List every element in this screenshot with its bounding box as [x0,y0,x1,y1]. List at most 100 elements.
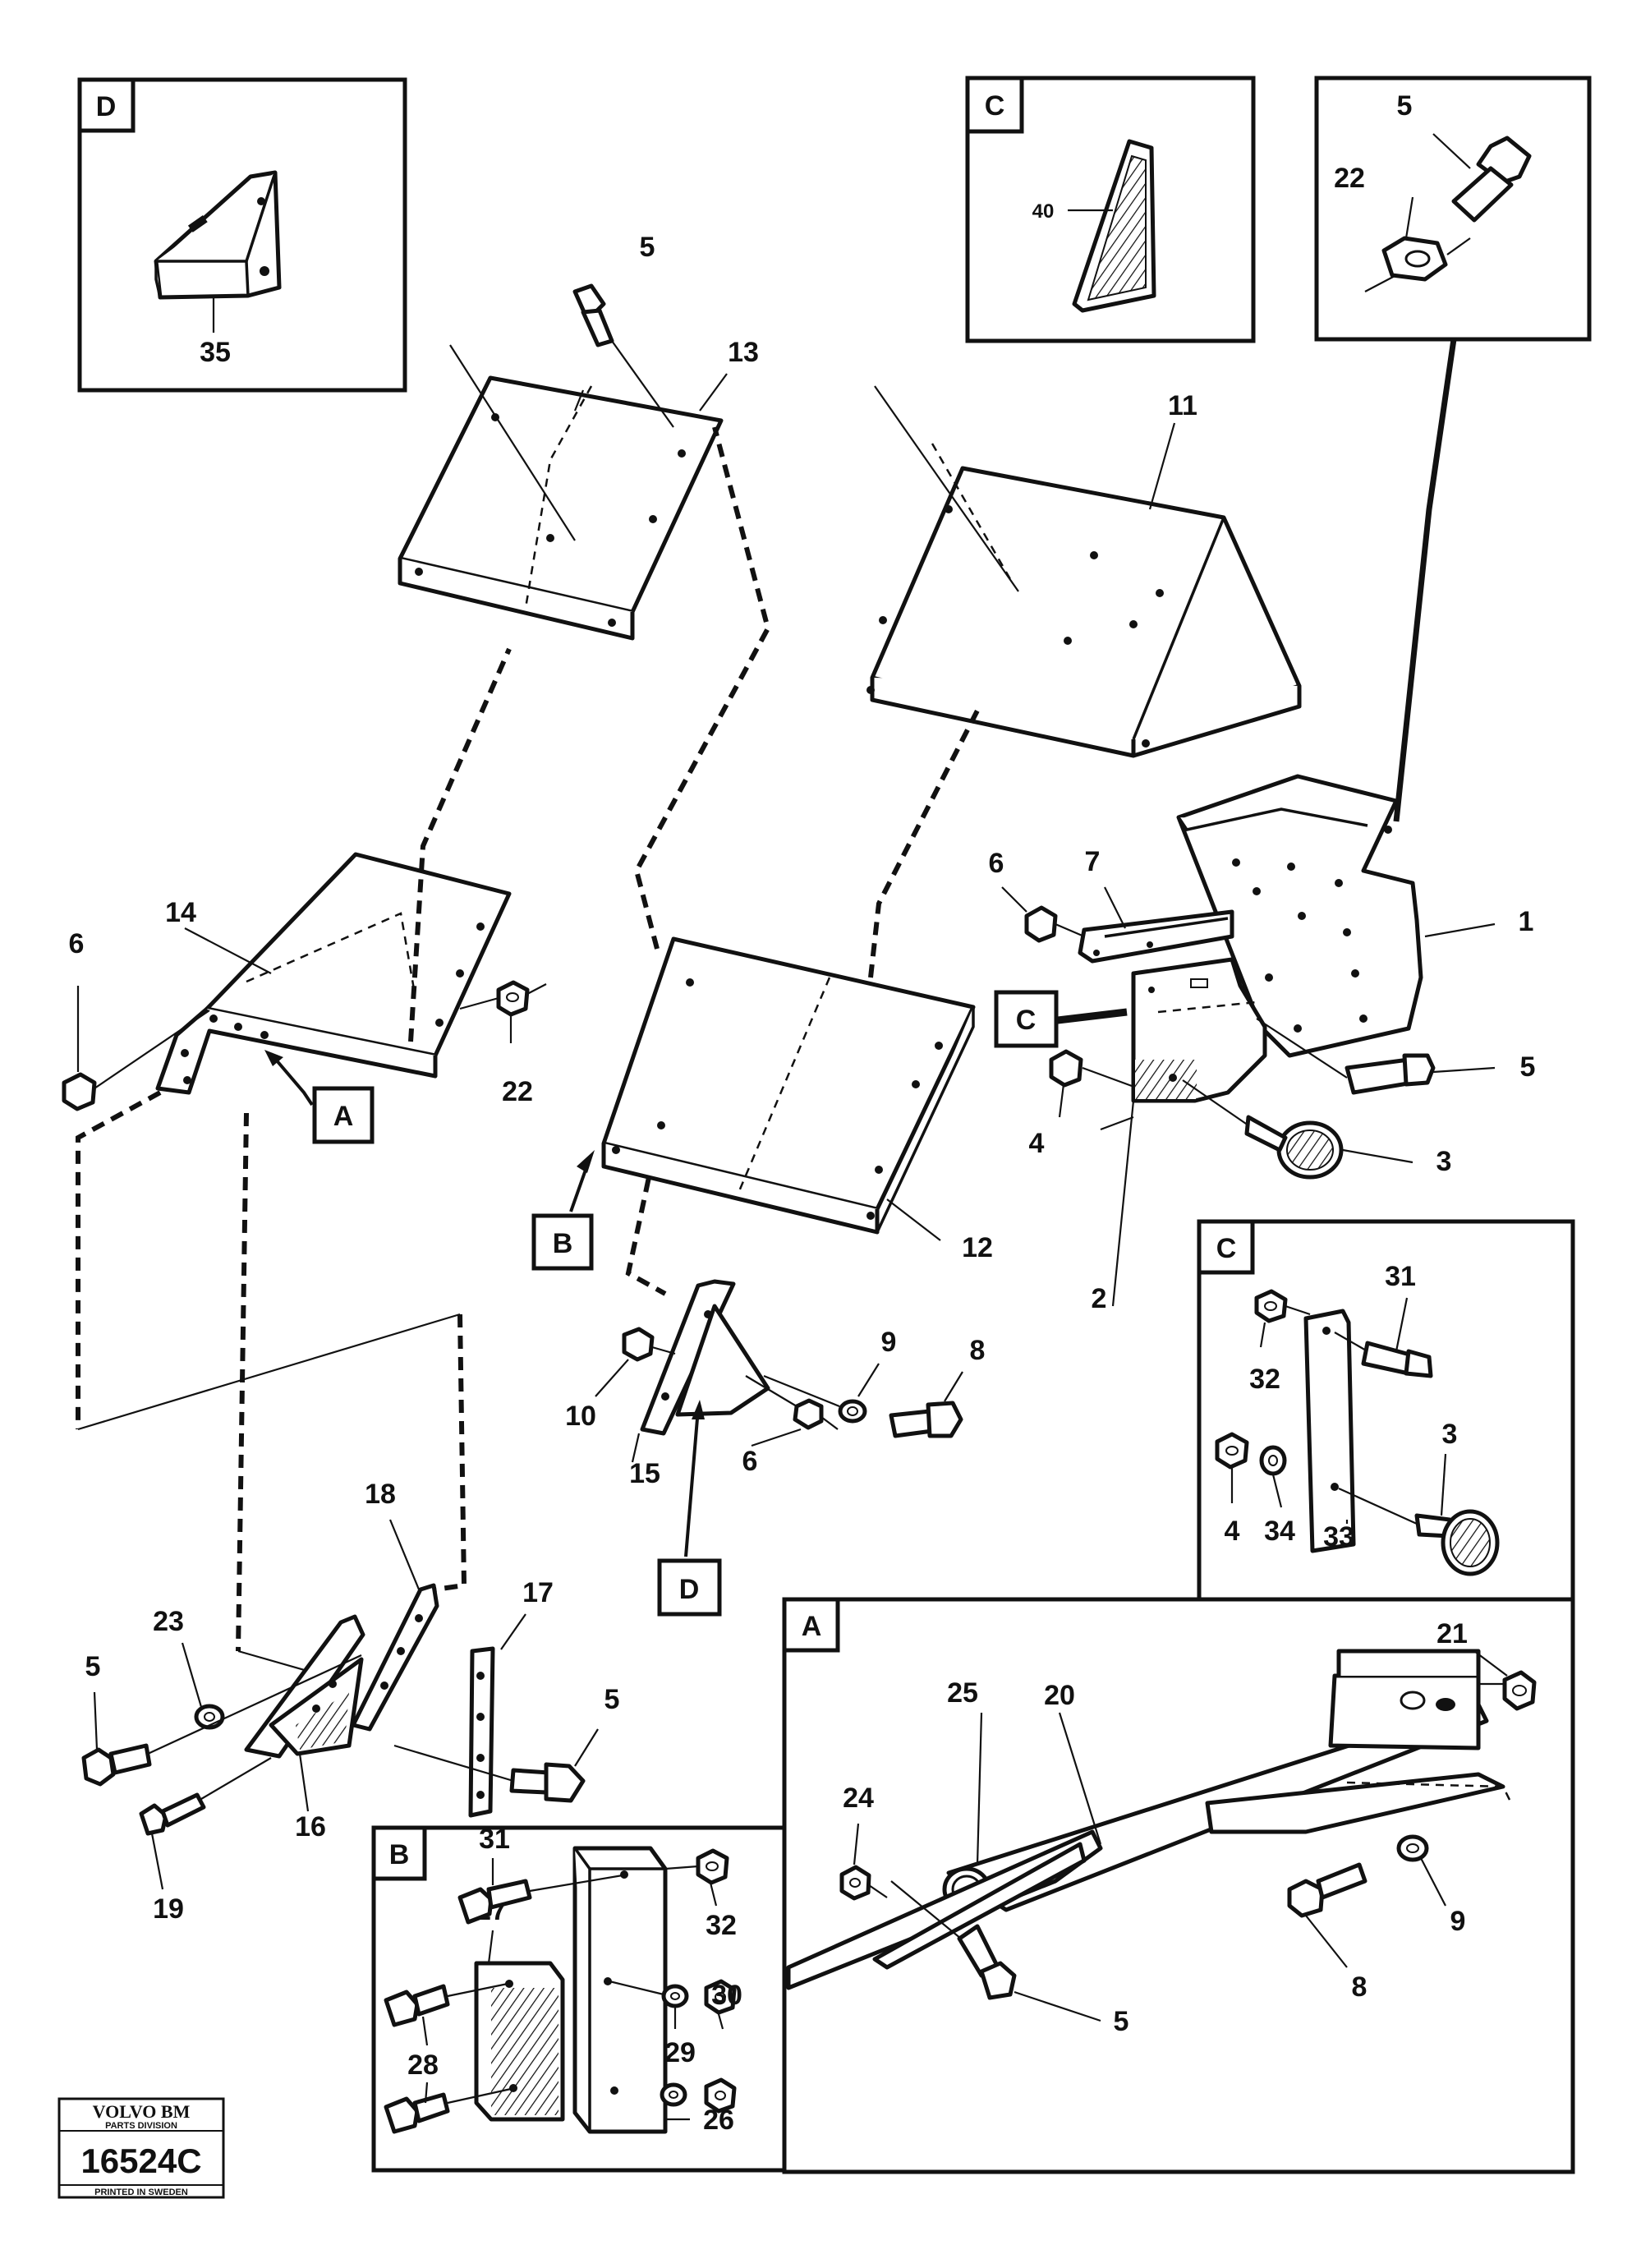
callout-13: 13 [728,337,759,368]
washer-6 [793,1398,824,1430]
callout-19: 19 [153,1893,184,1925]
nut-24 [839,1865,871,1901]
callout-5-detail: 5 [1397,90,1413,122]
bolt-5-right [1345,1053,1436,1095]
callout-4: 4 [1029,1128,1045,1159]
callout-24: 24 [843,1783,874,1814]
triangle-reflector-40 [1072,139,1156,313]
callout-8-a: 8 [1352,1971,1368,2003]
callout-6-mid: 6 [742,1446,758,1477]
bolt-8 [889,1401,963,1438]
callout-33: 33 [1323,1521,1354,1553]
callout-8-mid: 8 [970,1335,986,1366]
callout-6-right: 6 [989,848,1004,879]
callout-3-c: 3 [1442,1419,1458,1450]
bolt-19 [139,1792,206,1836]
bolt-5-detail [1451,136,1532,223]
nut-4-c [1215,1432,1249,1470]
callout-18: 18 [365,1479,396,1510]
washer-9-a [1396,1834,1429,1862]
nut-4 [1049,1049,1083,1088]
stamp-printed: PRINTED IN SWEDEN [94,2187,188,2197]
ref-b: B [553,1228,573,1259]
detail-box-c-top: C 40 [965,76,1256,343]
bolt-5-a [957,1924,1017,2000]
callout-17: 17 [522,1577,554,1608]
callout-20: 20 [1044,1680,1075,1711]
ref-d: D [679,1574,700,1605]
callout-5-lower-mid: 5 [604,1684,620,1715]
bracket-15 [640,1279,770,1436]
reflector-27 [474,1961,565,2122]
callout-5-upper: 5 [640,232,655,263]
detail-d-label: D [96,91,117,122]
callout-9-a: 9 [1450,1906,1466,1937]
detail-a-label: A [802,1611,822,1642]
callout-16: 16 [295,1811,326,1842]
callout-23: 23 [153,1606,184,1637]
bolt-8-a [1287,1862,1368,1918]
callout-5-a: 5 [1114,2006,1129,2037]
detail-box-bolt-nut: 5 22 [1314,76,1592,342]
nut-22-detail [1381,236,1448,282]
nut-21 [1502,1670,1537,1711]
callout-40: 40 [1032,200,1055,223]
stamp-drawing-number: 16524C [80,2141,201,2180]
volvo-bm-stamp: VOLVO BM PARTS DIVISION 16524C PRINTED I… [57,2097,225,2199]
callout-32-c: 32 [1249,1364,1280,1395]
bolt-5-lower-left [81,1743,152,1787]
nut-10 [622,1327,655,1362]
callout-32-b: 32 [706,1910,737,1941]
callout-9-mid: 9 [881,1327,897,1358]
callout-22-detail: 22 [1334,163,1365,194]
bolt-5-upper [572,283,614,347]
callout-28: 28 [407,2049,439,2081]
callout-34: 34 [1264,1516,1295,1547]
stamp-division: PARTS DIVISION [105,2121,177,2131]
cover-1 [1176,774,1423,1058]
callout-4-c: 4 [1225,1516,1240,1547]
reflector-3 [1244,1115,1344,1180]
nut-32-c [1254,1289,1288,1323]
callout-21: 21 [1436,1618,1468,1649]
callout-11: 11 [1168,390,1197,421]
detail-box-b: B 26 27 31 32 [371,1824,787,2173]
nut-6-right [1024,905,1058,943]
detail-box-c-right: C 32 31 4 34 33 [1197,1219,1575,1602]
cover-14 [155,852,512,1095]
bracket-35 [154,170,282,300]
bar-25 [786,1829,1103,1990]
reflector-3-c [1414,1509,1500,1576]
callout-3: 3 [1436,1146,1452,1177]
callout-29: 29 [664,2037,696,2068]
callout-35: 35 [200,337,231,368]
callout-7: 7 [1085,846,1101,877]
screw-31-b [457,1879,532,1925]
nuts-30 [704,1979,737,2114]
ref-c: C [1016,1005,1037,1036]
detail-b-label: B [389,1839,410,1870]
bracket-16 [244,1614,365,1759]
callout-1: 1 [1519,906,1534,937]
screw-28b [384,2092,450,2134]
detail-box-d: D 35 [77,77,407,393]
bracket-18 [351,1583,439,1732]
callout-2: 2 [1092,1283,1107,1314]
bolt-5-lower-mid [509,1762,586,1803]
nut-6-left [62,1072,97,1111]
detail-c-right-label: C [1216,1233,1237,1264]
screw-31-c [1361,1341,1433,1378]
stamp-brand: VOLVO BM [93,2101,191,2122]
cover-12 [601,936,976,1235]
callout-31-b: 31 [479,1824,510,1855]
nut-32-b [696,1848,729,1885]
bracket-7 [1078,909,1234,964]
cover-13 [398,375,724,641]
washer-34 [1259,1445,1287,1476]
callout-25: 25 [947,1677,978,1709]
ref-a: A [333,1101,354,1132]
bar-33 [1303,1309,1356,1553]
callout-10: 10 [565,1401,596,1432]
callout-5-lower-left: 5 [85,1651,101,1682]
